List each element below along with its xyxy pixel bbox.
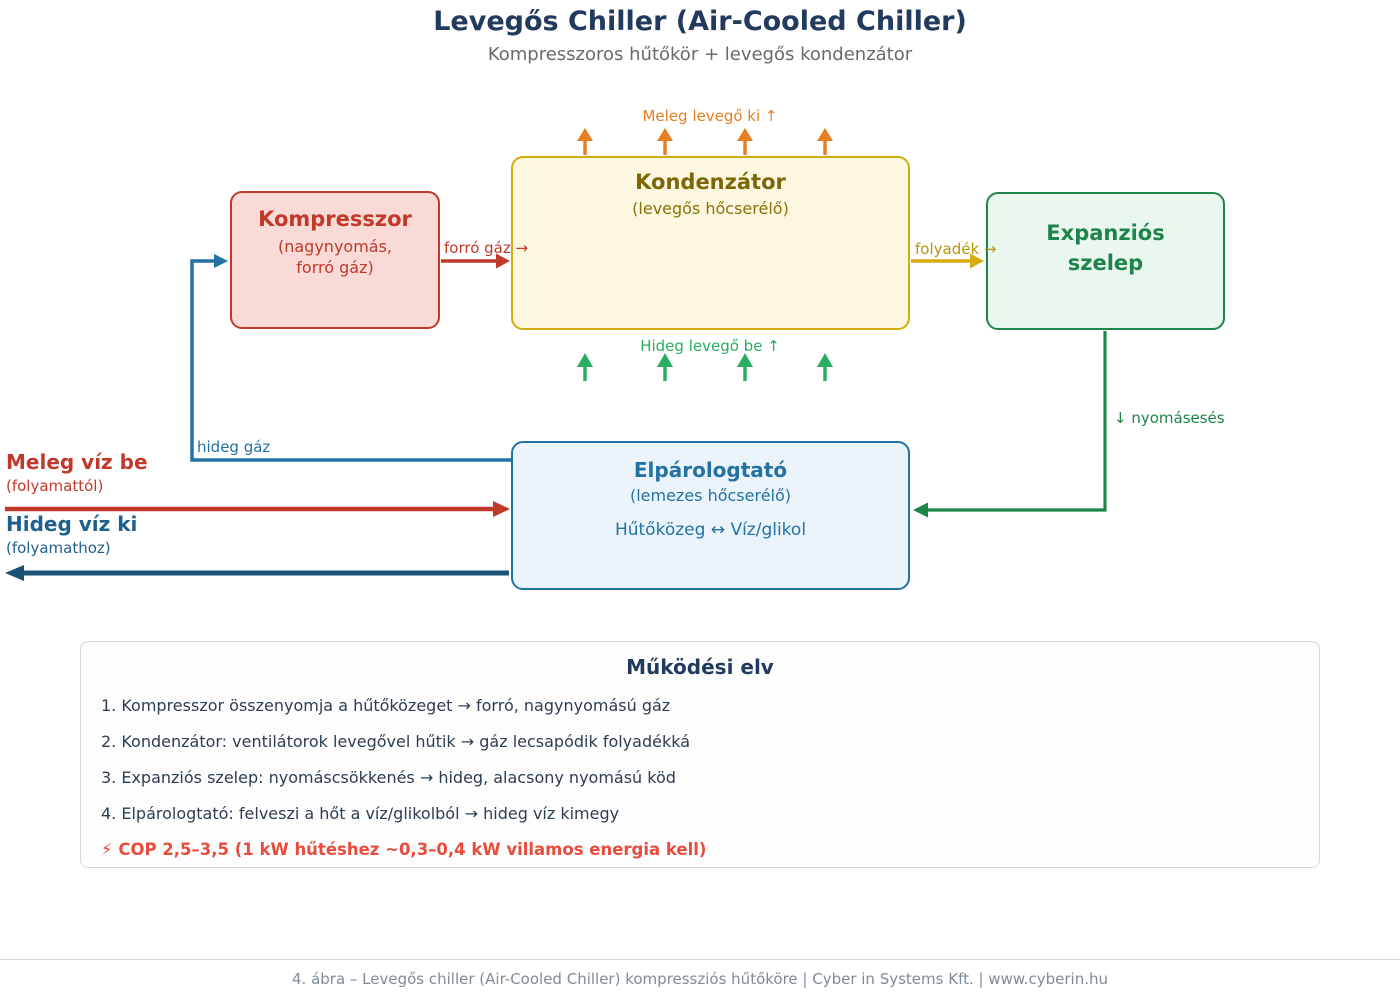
operating-principle-title: Működési elv [626,655,774,679]
condenser-title: Kondenzátor [635,170,786,194]
hot-gas-label: forró gáz → [444,239,529,257]
warm-water-in-arrow [5,501,510,517]
operating-principle-panel: Működési elv 1. Kompresszor összenyomja … [80,641,1320,868]
principle-step-3: 3. Expanziós szelep: nyomáscsökkenés → h… [101,768,676,787]
pressure-drop-arrow [913,331,1107,518]
page-title: Levegős Chiller (Air-Cooled Chiller) [433,6,967,37]
principle-step-1: 1. Kompresszor összenyomja a hűtőközeget… [101,696,671,715]
cold-air-up-arrow-icons [577,353,833,381]
cold-water-out-label: Hideg víz ki (folyamathoz) [6,512,138,557]
cold-gas-label: hideg gáz [197,438,271,456]
principle-step-2: 2. Kondenzátor: ventilátorok levegővel h… [101,732,691,751]
expansion-valve-box: Expanziós szelep [986,192,1225,330]
hot-gas-arrow [441,253,510,269]
page-subtitle: Kompresszoros hűtőkör + levegős kondenzá… [487,44,913,65]
evaporator-subtitle: (lemezes hőcserélő) [629,486,792,505]
liquid-label: folyadék → [915,240,997,258]
hot-air-out-label: Meleg levegő ki ↑ [642,107,778,125]
figure-caption: 4. ábra – Levegős chiller (Air-Cooled Ch… [291,970,1109,988]
condenser-subtitle: (levegős hőcserélő) [632,199,789,218]
cop-note: ⚡ COP 2,5–3,5 (1 kW hűtéshez ~0,3–0,4 kW… [101,840,707,859]
compressor-subtitle: (nagynyomás, forró gáz) [277,237,393,278]
hot-air-up-arrow-icons [577,128,833,155]
compressor-title: Kompresszor [258,207,412,231]
cold-water-out-arrow [5,565,509,581]
evaporator-box: Elpárologtató (lemezes hőcserélő) Hűtőkö… [511,441,910,590]
principle-step-4: 4. Elpárologtató: felveszi a hőt a víz/g… [101,804,620,823]
evaporator-title: Elpárologtató [633,458,788,482]
condenser-box: Kondenzátor (levegős hőcserélő) [511,156,910,330]
expansion-valve-title: Expanziós szelep [1046,221,1165,275]
cold-gas-arrow [190,254,511,462]
liquid-arrow [911,253,984,269]
evaporator-detail: Hűtőközeg ↔ Víz/glikol [614,520,807,541]
pressure-drop-label: ↓ nyomásesés [1114,409,1225,427]
cold-air-in-label: Hideg levegő be ↑ [640,337,780,355]
footer-divider [0,959,1400,960]
warm-water-in-label: Meleg víz be (folyamattól) [6,450,148,495]
compressor-box: Kompresszor (nagynyomás, forró gáz) [230,191,440,329]
